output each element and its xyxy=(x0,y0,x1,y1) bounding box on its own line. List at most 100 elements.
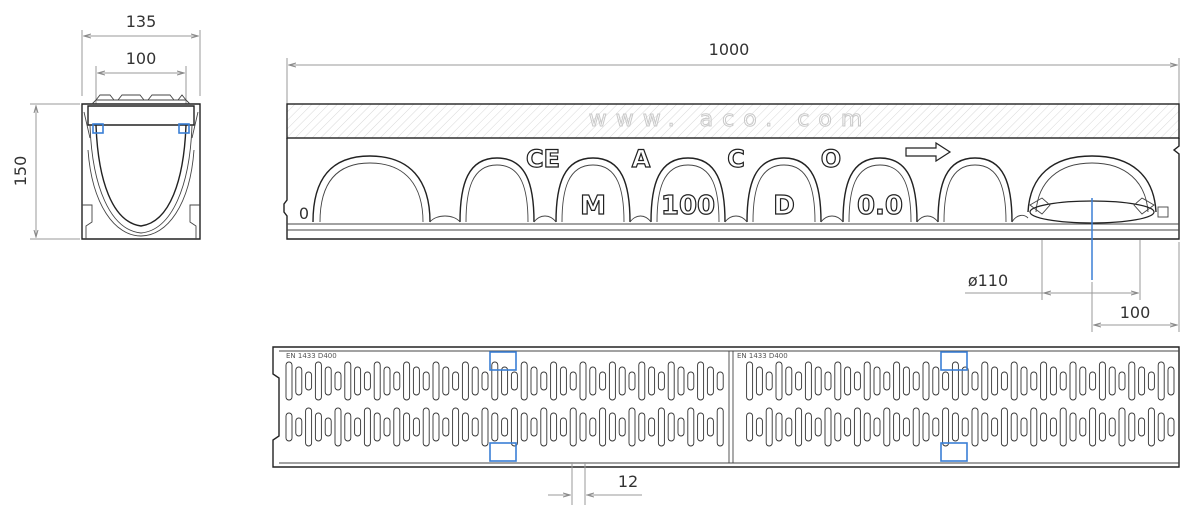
grating-slot xyxy=(1128,361,1136,401)
grating-slot xyxy=(883,371,891,391)
grating-slot xyxy=(853,407,861,447)
grating-slot xyxy=(314,361,322,401)
grating-slot xyxy=(834,412,842,442)
grating-slot xyxy=(295,366,303,396)
grating-slot xyxy=(834,361,842,401)
grating-slot xyxy=(324,417,332,437)
watermark-text: www. aco. com xyxy=(589,107,872,132)
grating-slot xyxy=(452,371,460,391)
grating-slot xyxy=(422,371,430,391)
grating-band xyxy=(286,103,1180,139)
grating-slot xyxy=(285,412,293,442)
arch-4 xyxy=(650,157,726,223)
grating-slot xyxy=(461,412,469,442)
grating-outline xyxy=(272,346,1180,468)
grating-slot xyxy=(706,417,714,437)
grating-slot xyxy=(932,366,940,396)
flow-arrow-icon xyxy=(905,141,952,163)
grating-slot xyxy=(755,366,763,396)
grating-slot xyxy=(1147,407,1155,447)
dim-label-110: ø110 xyxy=(968,271,1008,290)
side-view: 1000 www. aco. com CE A C O xyxy=(283,40,1180,332)
grating-slot xyxy=(530,366,538,396)
channel-profile xyxy=(95,124,187,227)
slot-pattern xyxy=(285,361,1175,447)
grating-slot xyxy=(540,407,548,447)
grating-slot xyxy=(765,371,773,391)
grating-slot xyxy=(559,366,567,396)
grating-slot xyxy=(324,366,332,396)
grating-slot xyxy=(481,371,489,391)
dim-label-1000: 1000 xyxy=(709,40,750,59)
grating-slot xyxy=(893,412,901,442)
grating-slot xyxy=(432,412,440,442)
grating-slot xyxy=(981,361,989,401)
grating-slot xyxy=(991,366,999,396)
grating-slot xyxy=(305,407,313,447)
grating-slot xyxy=(550,412,558,442)
grating-slot xyxy=(314,412,322,442)
grating-slot xyxy=(716,407,724,447)
grating-slot xyxy=(305,371,313,391)
arch-2 xyxy=(459,157,535,223)
grating-slot xyxy=(951,412,959,442)
grating-slot xyxy=(1079,366,1087,396)
grating-slot xyxy=(608,412,616,442)
grating-slot xyxy=(569,371,577,391)
grating-slot xyxy=(883,407,891,447)
grating-slot xyxy=(461,361,469,401)
grating-slot xyxy=(354,366,362,396)
grating-slot xyxy=(569,407,577,447)
grating-slot xyxy=(638,361,646,401)
grating-slot xyxy=(1010,361,1018,401)
grating-slot xyxy=(1030,371,1038,391)
grating-slot xyxy=(1108,366,1116,396)
grating-slot xyxy=(1089,407,1097,447)
grating-slot xyxy=(765,407,773,447)
ce-mark: CE xyxy=(526,145,560,173)
grating-slot xyxy=(824,371,832,391)
grating-slot xyxy=(1108,417,1116,437)
locking-clip-4 xyxy=(940,442,968,462)
dim-label-135: 135 xyxy=(126,12,157,31)
grating-slot xyxy=(432,361,440,401)
grating-slot xyxy=(922,412,930,442)
grating-slot xyxy=(942,371,950,391)
grating-slot xyxy=(951,361,959,401)
grating-slot xyxy=(491,361,499,401)
grating-slot xyxy=(922,361,930,401)
locking-clip-1 xyxy=(489,351,517,371)
clip-right xyxy=(178,123,190,134)
grating-slot xyxy=(1128,412,1136,442)
grating-slot xyxy=(902,366,910,396)
grating-slot xyxy=(657,371,665,391)
grating-slot xyxy=(961,366,969,396)
grating-slot xyxy=(657,407,665,447)
outlet-arch xyxy=(1027,155,1157,213)
grating-slot xyxy=(403,412,411,442)
grating-slot xyxy=(452,407,460,447)
grating-slot xyxy=(716,371,724,391)
grating-slot xyxy=(628,407,636,447)
grating-slot xyxy=(393,407,401,447)
grating-slot xyxy=(1069,361,1077,401)
grating-slot xyxy=(677,366,685,396)
grating-slot xyxy=(559,417,567,437)
grating-slot xyxy=(981,412,989,442)
grating-slot xyxy=(442,417,450,437)
arch-1 xyxy=(312,155,431,223)
grating-slot xyxy=(383,417,391,437)
grating-slot xyxy=(687,371,695,391)
grating-slot xyxy=(393,371,401,391)
grating-slot xyxy=(1000,371,1008,391)
grating-slot xyxy=(863,412,871,442)
top-view-grating: EN 1433 D400 EN 1433 D400 12 xyxy=(272,346,1180,505)
grating-slot xyxy=(1059,407,1067,447)
grating-slot xyxy=(697,412,705,442)
grating-slot xyxy=(755,417,763,437)
grating-slot xyxy=(824,407,832,447)
emboss-label-d: D xyxy=(773,191,795,221)
grating-slot xyxy=(589,366,597,396)
grating-slot xyxy=(530,417,538,437)
grating-slot xyxy=(814,366,822,396)
